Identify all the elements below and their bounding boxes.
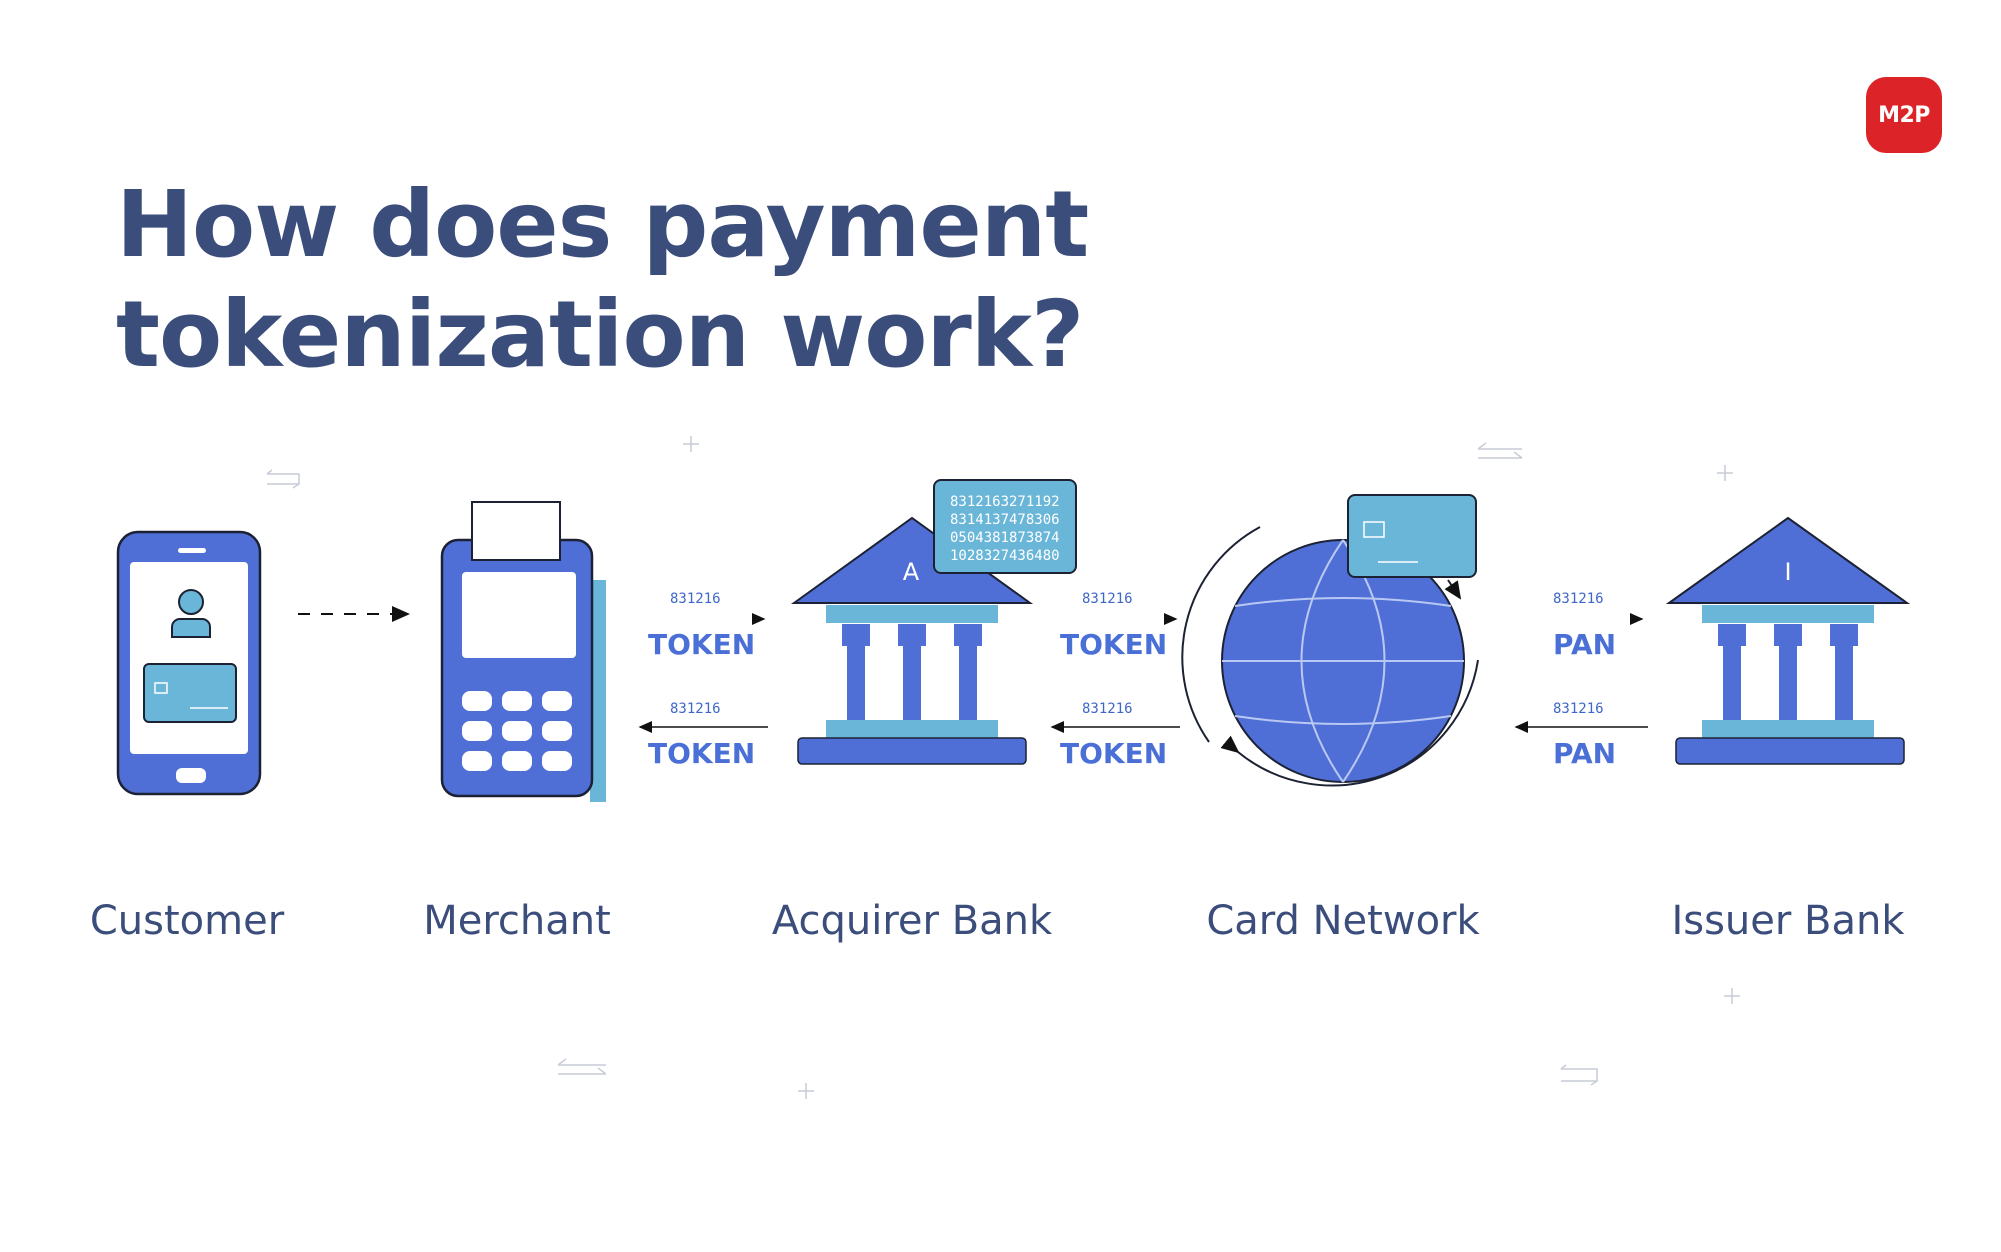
back-token-label: TOKEN (648, 737, 755, 770)
node-label-issuer-bank: Issuer Bank (1671, 898, 1905, 944)
binary-code: 831216 (1082, 701, 1133, 717)
issuer-letter: I (1784, 558, 1791, 586)
page-title: How does payment tokenization work? (116, 171, 1089, 388)
binary-code: 831216 (670, 701, 721, 717)
decorations (266, 436, 1740, 1099)
card-number-line: 8312163271192 (950, 494, 1060, 510)
node-label-acquirer-bank: Acquirer Bank (771, 898, 1053, 944)
card-number-line: 8314137478306 (950, 512, 1060, 528)
card-number-line: 1028327436480 (950, 548, 1060, 564)
acquirer-bank-icon: A (790, 516, 1034, 765)
node-label-merchant: Merchant (423, 898, 611, 944)
back-pan-label: PAN (1553, 737, 1616, 770)
binary-code: 831216 (670, 591, 721, 607)
back-token-label: TOKEN (1060, 737, 1167, 770)
card-number-line: 0504381873874 (950, 530, 1060, 546)
token-card-icon: 8312163271192 8314137478306 050438187387… (933, 479, 1077, 574)
binary-code: 831216 (1553, 701, 1604, 717)
binary-code: 831216 (1553, 591, 1604, 607)
node-label-customer: Customer (89, 898, 285, 944)
card-network-globe-icon (1181, 494, 1479, 787)
forward-token-label: TOKEN (1060, 628, 1167, 661)
flow-acquirer-network: 831216 TOKEN 831216 TOKEN (1050, 591, 1180, 770)
acquirer-letter: A (903, 558, 920, 586)
node-label-card-network: Card Network (1206, 898, 1480, 944)
binary-code: 831216 (1082, 591, 1133, 607)
flow-merchant-acquirer: 831216 TOKEN 831216 TOKEN (638, 591, 768, 770)
flow-network-issuer: 831216 PAN 831216 PAN (1514, 591, 1648, 770)
forward-pan-label: PAN (1553, 628, 1616, 661)
m2p-logo: M2P (1866, 77, 1942, 153)
customer-phone-icon (116, 530, 262, 796)
forward-token-label: TOKEN (648, 628, 755, 661)
issuer-bank-icon: I (1665, 516, 1911, 765)
merchant-pos-icon (440, 501, 606, 802)
